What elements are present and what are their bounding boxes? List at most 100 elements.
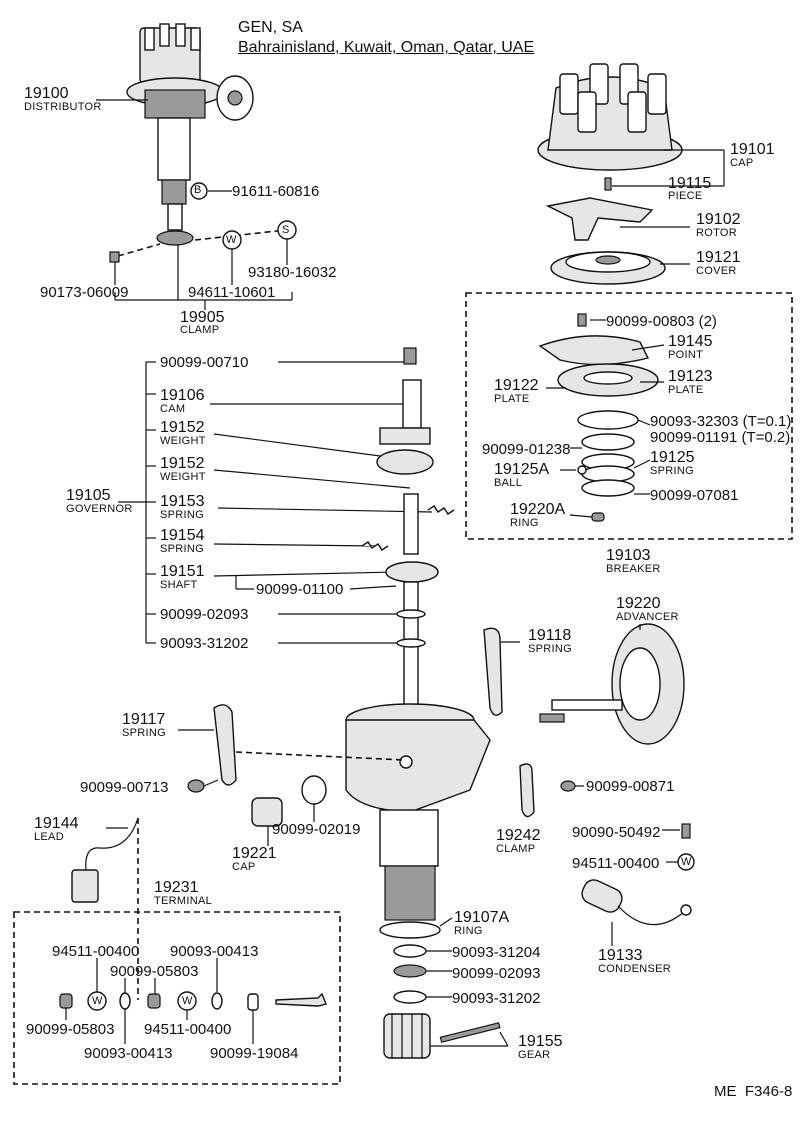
breaker-illustration — [538, 313, 659, 522]
breaker-box-outline — [465, 292, 793, 540]
label-90099-00871: 90099-00871 — [586, 778, 675, 795]
label-19103-name: BREAKER — [606, 563, 661, 575]
label-19231-num: 19231 — [154, 879, 199, 896]
label-19121-num: 19121 — [696, 249, 741, 266]
label-19107a-num: 19107A — [454, 909, 510, 926]
label-91611: 91611-60816 — [232, 183, 320, 200]
condenser-illustration — [581, 879, 692, 926]
label-19121-name: COVER — [696, 265, 737, 277]
header-line-2: Bahrainisland, Kuwait, Oman, Qatar, UAE — [238, 39, 535, 56]
label-19152a-num: 19152 — [160, 419, 205, 436]
label-19105-name: GOVERNOR — [66, 503, 133, 515]
footer-code: ME F346-8 — [714, 1083, 793, 1100]
label-90099-01100: 90099-01100 — [256, 581, 344, 598]
gear-illustration — [383, 1013, 501, 1059]
label-19242-name: CLAMP — [496, 843, 536, 855]
label-19144-num: 19144 — [34, 815, 79, 832]
callout-s: S — [282, 224, 290, 236]
lead-illustration — [71, 817, 139, 903]
callout-w-right: W — [681, 856, 692, 868]
label-19154-num: 19154 — [160, 527, 205, 544]
label-19133-num: 19133 — [598, 947, 643, 964]
label-terminal-90099-05803-mid: 90099-05803 — [110, 963, 199, 980]
label-19145-name: POINT — [668, 349, 704, 361]
label-19152b-num: 19152 — [160, 455, 205, 472]
label-19115-num: 19115 — [668, 175, 712, 192]
label-90090-50492: 90090-50492 — [572, 824, 661, 841]
label-93180: 93180-16032 — [248, 264, 337, 281]
label-19118-name: SPRING — [528, 643, 572, 655]
label-19122-name: PLATE — [494, 393, 530, 405]
label-19221-name: CAP — [232, 861, 256, 873]
label-90099-00803: 90099-00803 (2) — [606, 313, 717, 330]
label-19100-name: DISTRIBUTOR — [24, 101, 102, 113]
label-19107a-name: RING — [454, 925, 483, 937]
label-19155-num: 19155 — [518, 1033, 563, 1050]
label-19101-name: CAP — [730, 157, 754, 169]
housing-illustration — [345, 703, 491, 921]
label-19152b-name: WEIGHT — [160, 471, 206, 483]
label-19103-num: 19103 — [606, 547, 651, 564]
cover-illustration — [550, 251, 666, 285]
callout-w: W — [226, 234, 237, 246]
label-19220a-num: 19220A — [510, 501, 566, 518]
label-terminal-94511-top: 94511-00400 — [52, 943, 140, 960]
label-19117-name: SPRING — [122, 727, 166, 739]
label-19125a-name: BALL — [494, 477, 523, 489]
label-90099-02019: 90099-02019 — [272, 821, 361, 838]
label-90093-31202b: 90093-31202 — [452, 990, 541, 1007]
label-19117-num: 19117 — [122, 711, 166, 728]
label-90099-01191: 90099-01191 (T=0.2) — [650, 429, 791, 446]
label-19221-num: 19221 — [232, 845, 277, 862]
label-19231-name: TERMINAL — [154, 895, 213, 907]
label-19153-num: 19153 — [160, 493, 205, 510]
label-terminal-94511-bot: 94511-00400 — [144, 1021, 232, 1038]
label-19106-num: 19106 — [160, 387, 205, 404]
governor-illustration — [361, 347, 455, 713]
label-19144-name: LEAD — [34, 831, 64, 843]
label-19151-name: SHAFT — [160, 579, 198, 591]
label-19155-name: GEAR — [518, 1049, 551, 1061]
label-19905-num: 19905 — [180, 309, 225, 326]
callout-w-terminal-1: W — [92, 995, 103, 1007]
label-19123-name: PLATE — [668, 384, 704, 396]
label-94611: 94611-10601 — [188, 284, 276, 301]
label-90099-00713: 90099-00713 — [80, 779, 169, 796]
label-19153-name: SPRING — [160, 509, 204, 521]
label-19123-num: 19123 — [668, 368, 713, 385]
label-terminal-90093-bot: 90093-00413 — [84, 1045, 173, 1062]
label-19133-name: CONDENSER — [598, 963, 671, 975]
label-19118-num: 19118 — [528, 627, 572, 644]
callout-b: B — [194, 184, 202, 196]
label-terminal-90093-top: 90093-00413 — [170, 943, 259, 960]
label-90099-02093b: 90099-02093 — [452, 965, 541, 982]
label-19125-name: SPRING — [650, 465, 694, 477]
label-19102-num: 19102 — [696, 211, 741, 228]
label-19125-num: 19125 — [650, 449, 695, 466]
label-90099-02093a: 90099-02093 — [160, 606, 249, 623]
label-90099-00710: 90099-00710 — [160, 354, 249, 371]
label-90099-01238: 90099-01238 — [482, 441, 571, 458]
label-94511-00400-right: 94511-00400 — [572, 855, 660, 872]
label-90173: 90173-06009 — [40, 284, 129, 301]
header-line-1: GEN, SA — [238, 19, 303, 36]
label-19106-name: CAM — [160, 403, 186, 415]
terminal-box-outline — [13, 911, 341, 1085]
label-terminal-90099-05803-bot: 90099-05803 — [26, 1021, 115, 1038]
cap-illustration — [537, 63, 683, 171]
label-19115-name: PIECE — [668, 190, 703, 202]
label-19154-name: SPRING — [160, 543, 204, 555]
label-90093-31204: 90093-31204 — [452, 944, 541, 961]
label-19220a-name: RING — [510, 517, 539, 529]
label-90093-32303: 90093-32303 (T=0.1) — [650, 413, 792, 430]
label-19101-num: 19101 — [730, 141, 775, 158]
label-19220-num: 19220 — [616, 595, 661, 612]
rotor-illustration — [545, 197, 654, 241]
label-90099-07081: 90099-07081 — [650, 487, 739, 504]
label-19145-num: 19145 — [668, 333, 713, 350]
label-19102-name: ROTOR — [696, 227, 738, 239]
distributor-assembly-illustration — [126, 23, 254, 246]
label-19905-name: CLAMP — [180, 324, 220, 336]
